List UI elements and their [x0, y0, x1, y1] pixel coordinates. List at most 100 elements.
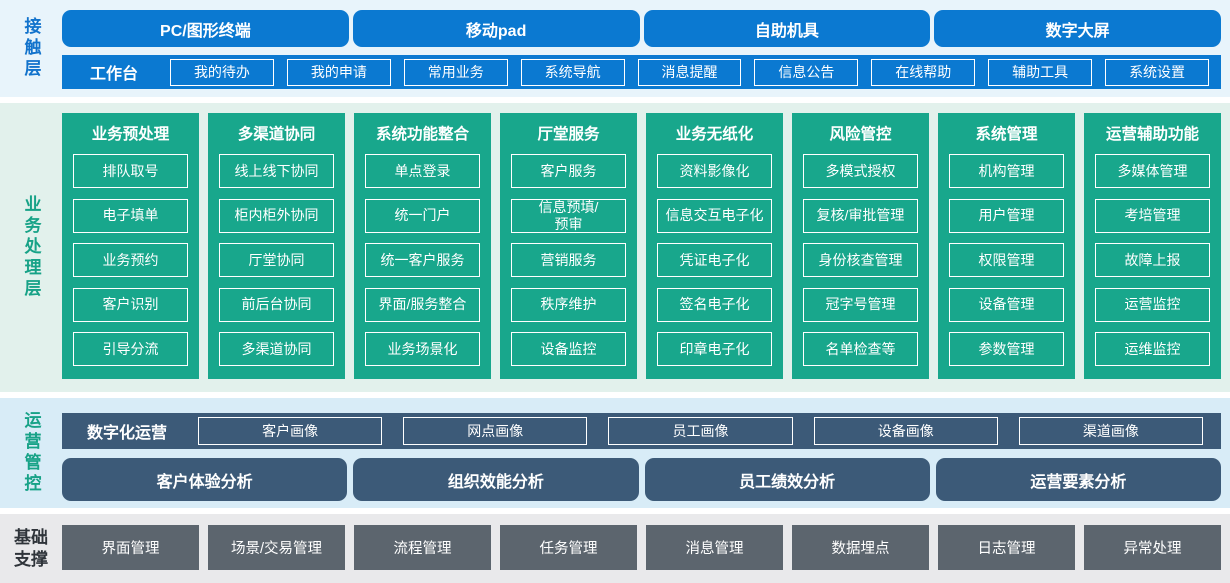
operations-layer-content: 数字化运营 客户画像 网点画像 员工画像 设备画像 渠道画像	[62, 398, 1230, 508]
analysis-box[interactable]: 运营要素分析	[935, 458, 1221, 501]
business-item[interactable]: 资料影像化	[657, 154, 772, 188]
business-item[interactable]: 设备管理	[949, 287, 1064, 322]
business-column: 系统功能整合 单点登录 统一门户 统一客户服务 界面/服务整合 业务场景化	[354, 113, 491, 379]
foundation-item[interactable]: 日志管理	[938, 525, 1075, 570]
business-item[interactable]: 印章电子化	[657, 332, 772, 366]
business-item[interactable]: 界面/服务整合	[365, 287, 480, 322]
business-item[interactable]: 身份核查管理	[803, 243, 918, 277]
business-column: 多渠道协同 线上线下协同 柜内柜外协同 厅堂协同 前后台协同 多渠道协同	[208, 113, 345, 379]
business-layer-band: 业务处理层 业务预处理 排队取号 电子填单 业务预约 客户识别	[0, 103, 1230, 398]
workbench-item[interactable]: 系统设置	[1105, 58, 1210, 86]
business-item[interactable]: 客户服务	[511, 154, 626, 188]
business-item[interactable]: 业务场景化	[365, 332, 480, 366]
foundation-item[interactable]: 任务管理	[500, 525, 637, 570]
foundation-item[interactable]: 场景/交易管理	[208, 525, 345, 570]
foundation-item[interactable]: 消息管理	[646, 525, 783, 570]
business-item[interactable]: 用户管理	[949, 198, 1064, 233]
business-item[interactable]: 签名电子化	[657, 287, 772, 322]
business-column-items: 客户服务 信息预填/ 预审 营销服务 秩序维护 设备监控	[511, 154, 626, 366]
business-column: 厅堂服务 客户服务 信息预填/ 预审 营销服务 秩序维护 设备监控	[500, 113, 637, 379]
digital-operations-items: 客户画像 网点画像 员工画像 设备画像 渠道画像	[186, 417, 1215, 445]
business-item[interactable]: 业务预约	[73, 243, 188, 277]
business-item[interactable]: 信息交互电子化	[657, 198, 772, 233]
contact-layer-band: 接触层 PC/图形终端 移动pad 自助机具 数字大屏 工作台 我的待办	[0, 0, 1230, 103]
business-column: 运营辅助功能 多媒体管理 考培管理 故障上报 运营监控 运维监控	[1084, 113, 1221, 379]
workbench-item[interactable]: 辅助工具	[988, 58, 1093, 86]
digital-operations-label: 数字化运营	[86, 425, 167, 442]
business-item[interactable]: 参数管理	[949, 332, 1064, 366]
business-item[interactable]: 单点登录	[365, 154, 480, 188]
business-item[interactable]: 考培管理	[1095, 198, 1210, 233]
business-item[interactable]: 客户识别	[73, 287, 188, 322]
business-item[interactable]: 凭证电子化	[657, 243, 772, 277]
foundation-item[interactable]: 数据埋点	[792, 525, 929, 570]
business-column: 风险管控 多模式授权 复核/审批管理 身份核查管理 冠字号管理 名单检查等	[792, 113, 929, 379]
business-column-items: 机构管理 用户管理 权限管理 设备管理 参数管理	[949, 154, 1064, 366]
business-item[interactable]: 排队取号	[73, 154, 188, 188]
profile-item[interactable]: 设备画像	[813, 417, 998, 445]
business-column: 系统管理 机构管理 用户管理 权限管理 设备管理 参数管理	[938, 113, 1075, 379]
business-column-items: 单点登录 统一门户 统一客户服务 界面/服务整合 业务场景化	[365, 154, 480, 366]
contact-layer-content: PC/图形终端 移动pad 自助机具 数字大屏 工作台 我的待办 我的申请	[62, 0, 1230, 97]
business-column-title: 风险管控	[829, 126, 892, 143]
business-layer-label: 业务处理层	[21, 195, 41, 300]
business-item[interactable]: 引导分流	[73, 332, 188, 366]
workbench-item[interactable]: 常用业务	[403, 58, 508, 86]
foundation-item[interactable]: 界面管理	[62, 525, 199, 570]
business-item[interactable]: 秩序维护	[511, 287, 626, 322]
business-item[interactable]: 多媒体管理	[1095, 154, 1210, 188]
business-item[interactable]: 电子填单	[73, 198, 188, 233]
business-column-title: 厅堂服务	[537, 126, 600, 143]
analysis-box[interactable]: 员工绩效分析	[644, 458, 930, 501]
business-item[interactable]: 机构管理	[949, 154, 1064, 188]
channel-row: PC/图形终端 移动pad 自助机具 数字大屏	[62, 10, 1221, 47]
analysis-box[interactable]: 客户体验分析	[62, 458, 348, 501]
business-item[interactable]: 统一门户	[365, 198, 480, 233]
business-item[interactable]: 复核/审批管理	[803, 198, 918, 233]
profile-item[interactable]: 客户画像	[198, 417, 383, 445]
foundation-item[interactable]: 流程管理	[354, 525, 491, 570]
business-item[interactable]: 柜内柜外协同	[219, 198, 334, 233]
foundation-item[interactable]: 异常处理	[1084, 525, 1221, 570]
business-item[interactable]: 前后台协同	[219, 287, 334, 322]
workbench-item[interactable]: 我的申请	[286, 58, 391, 86]
business-item[interactable]: 冠字号管理	[803, 287, 918, 322]
business-item[interactable]: 厅堂协同	[219, 243, 334, 277]
workbench-item[interactable]: 我的待办	[170, 58, 274, 86]
workbench-label: 工作台	[89, 66, 138, 83]
business-column-items: 多媒体管理 考培管理 故障上报 运营监控 运维监控	[1095, 154, 1210, 366]
workbench-bar: 工作台 我的待办 我的申请 常用业务 系统导航 消息提醒 信息公告	[62, 55, 1221, 89]
business-item[interactable]: 故障上报	[1095, 243, 1210, 277]
business-item[interactable]: 信息预填/ 预审	[511, 198, 626, 233]
business-column-title: 运营辅助功能	[1105, 126, 1199, 143]
business-column-title: 多渠道协同	[237, 126, 316, 143]
business-item[interactable]: 运维监控	[1095, 332, 1210, 366]
channel-button[interactable]: PC/图形终端	[62, 10, 349, 47]
workbench-item[interactable]: 系统导航	[520, 58, 625, 86]
channel-button[interactable]: 数字大屏	[934, 10, 1221, 47]
channel-button[interactable]: 移动pad	[352, 10, 640, 47]
foundation-layer-label-text: 基础支撑	[14, 528, 48, 569]
business-item[interactable]: 统一客户服务	[365, 243, 480, 277]
business-item[interactable]: 运营监控	[1095, 287, 1210, 322]
profile-item[interactable]: 渠道画像	[1018, 417, 1204, 445]
business-item[interactable]: 多模式授权	[803, 154, 918, 188]
business-column-items: 资料影像化 信息交互电子化 凭证电子化 签名电子化 印章电子化	[657, 154, 772, 366]
channel-button[interactable]: 自助机具	[643, 10, 931, 47]
business-item[interactable]: 设备监控	[511, 332, 626, 366]
workbench-item[interactable]: 消息提醒	[637, 58, 742, 86]
operations-layer-label: 运营管控	[21, 411, 41, 495]
business-item[interactable]: 营销服务	[511, 243, 626, 277]
profile-item[interactable]: 网点画像	[403, 417, 588, 445]
foundation-layer-label: 基础支撑	[0, 514, 62, 583]
workbench-item[interactable]: 信息公告	[754, 58, 859, 86]
business-item[interactable]: 线上线下协同	[219, 154, 334, 188]
workbench-item[interactable]: 在线帮助	[871, 58, 976, 86]
business-column-title: 系统功能整合	[375, 126, 469, 143]
analysis-box[interactable]: 组织效能分析	[353, 458, 639, 501]
business-column: 业务无纸化 资料影像化 信息交互电子化 凭证电子化 签名电子化 印章电子化	[646, 113, 783, 379]
profile-item[interactable]: 员工画像	[608, 417, 793, 445]
business-item[interactable]: 权限管理	[949, 243, 1064, 277]
business-item[interactable]: 名单检查等	[803, 332, 918, 366]
business-item[interactable]: 多渠道协同	[219, 332, 334, 366]
